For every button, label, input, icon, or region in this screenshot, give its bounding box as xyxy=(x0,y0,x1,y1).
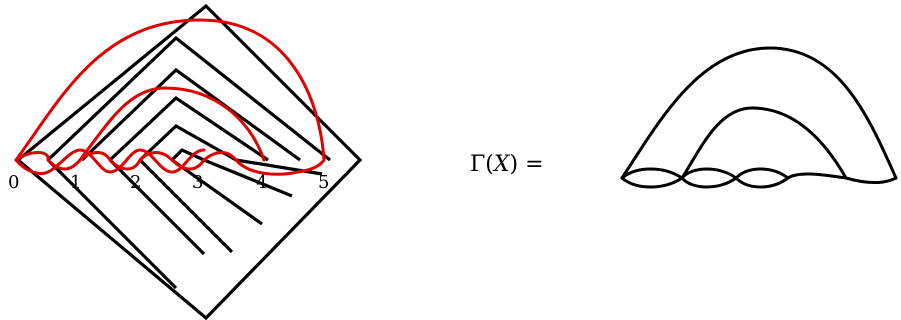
bracket-level-2 xyxy=(80,67,301,162)
graph-inner-arc xyxy=(680,106,848,180)
outer-diamond xyxy=(15,3,363,320)
bracket-level-4 xyxy=(138,124,237,162)
left-diagram: 0 1 2 3 4 5 xyxy=(8,3,363,320)
node-label-4: 4 xyxy=(256,172,267,193)
lower-bar-5 xyxy=(203,158,293,198)
formula: Γ(X) = xyxy=(470,152,544,177)
graph-bottom-upper xyxy=(620,167,898,185)
formula-variable: X xyxy=(492,152,511,177)
node-label-3: 3 xyxy=(192,172,203,193)
node-labels: 0 1 2 3 4 5 xyxy=(8,172,329,193)
formula-text: Γ(X) = xyxy=(470,152,544,177)
lower-bar-3 xyxy=(138,158,234,254)
bracket-level-3 xyxy=(108,95,269,162)
lower-bar-6 xyxy=(235,158,323,176)
node-label-2: 2 xyxy=(130,172,141,193)
node-label-5: 5 xyxy=(318,172,329,193)
node-label-1: 1 xyxy=(70,172,81,193)
graph-bottom-lower xyxy=(620,176,790,189)
bracket-structure xyxy=(15,3,363,320)
lower-bar-4 xyxy=(171,158,263,226)
node-label-0: 0 xyxy=(8,172,19,193)
red-outer-arc xyxy=(14,18,326,162)
bracket-level-1 xyxy=(46,35,331,162)
red-curves xyxy=(14,18,326,176)
right-diagram xyxy=(620,46,898,189)
formula-close: ) = xyxy=(510,152,544,177)
red-bottom-lower xyxy=(14,148,206,175)
graph-outer-arc xyxy=(620,46,898,180)
red-inner-arc xyxy=(78,86,266,162)
red-bottom-chain xyxy=(14,151,326,176)
lower-bar-2 xyxy=(108,158,206,256)
lower-bar-1 xyxy=(46,158,178,290)
formula-gamma: Γ( xyxy=(470,152,494,177)
bracket-level-5 xyxy=(170,148,205,162)
